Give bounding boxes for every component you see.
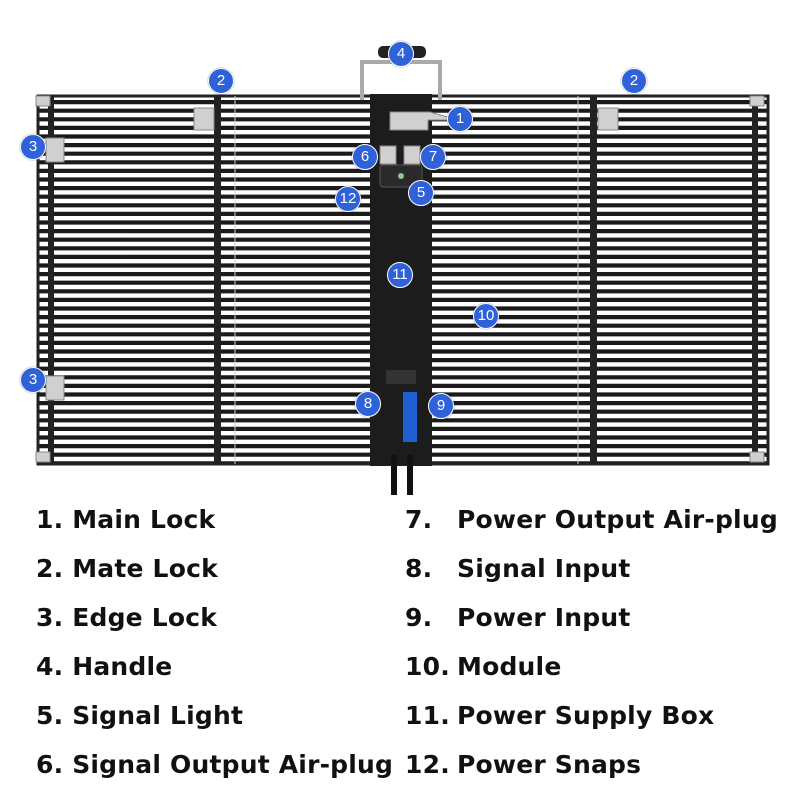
marker-power-supply-box: 11 [387,262,413,288]
marker-mate-lock-left: 2 [208,68,234,94]
legend-item: 11.Power Supply Box [405,701,714,730]
marker-power-output: 7 [420,144,446,170]
legend-number: 9. [405,603,433,632]
legend-item: 12.Power Snaps [405,750,641,779]
legend-item: 3. Edge Lock [36,603,217,632]
cables [391,392,417,495]
legend-number: 10. [405,652,450,681]
legend-item: 10.Module [405,652,561,681]
legend-item: 9. Power Input [405,603,631,632]
marker-power-input: 9 [428,393,454,419]
marker-signal-input: 8 [355,391,381,417]
legend-number: 8. [405,554,433,583]
legend-item: 2. Mate Lock [36,554,218,583]
legend-label: Power Snaps [457,750,642,779]
legend-number: 3. [36,603,64,632]
legend-number: 2. [36,554,64,583]
legend-number: 6. [36,750,64,779]
marker-edge-lock-bottom: 3 [20,367,46,393]
legend-number: 4. [36,652,64,681]
legend-label: Module [457,652,562,681]
legend-number: 1. [36,505,64,534]
marker-mate-lock-right: 2 [621,68,647,94]
legend-label: Power Output Air-plug [457,505,778,534]
marker-signal-output: 6 [352,144,378,170]
legend-label: Power Supply Box [457,701,715,730]
legend-label: Mate Lock [72,554,218,583]
legend-number: 7. [405,505,433,534]
legend-label: Power Input [457,603,631,632]
marker-signal-light: 5 [408,180,434,206]
legend-number: 12. [405,750,450,779]
legend-item: 5. Signal Light [36,701,243,730]
legend-label: Signal Input [457,554,631,583]
legend-item: 1. Main Lock [36,505,215,534]
legend-number: 11. [405,701,450,730]
marker-power-snaps: 12 [335,186,361,212]
legend-label: Handle [72,652,173,681]
legend-number: 5. [36,701,64,730]
legend-label: Edge Lock [72,603,218,632]
legend-item: 4. Handle [36,652,172,681]
led-panel-diagram [35,46,770,495]
marker-handle: 4 [388,41,414,67]
legend-item: 7. Power Output Air-plug [405,505,778,534]
marker-module: 10 [473,303,499,329]
legend-label: Main Lock [72,505,216,534]
marker-edge-lock-top: 3 [20,134,46,160]
legend-item: 6. Signal Output Air-plug [36,750,393,779]
legend-item: 8. Signal Input [405,554,631,583]
locks [35,95,765,463]
marker-main-lock: 1 [447,106,473,132]
legend-label: Signal Output Air-plug [72,750,394,779]
legend-label: Signal Light [72,701,244,730]
